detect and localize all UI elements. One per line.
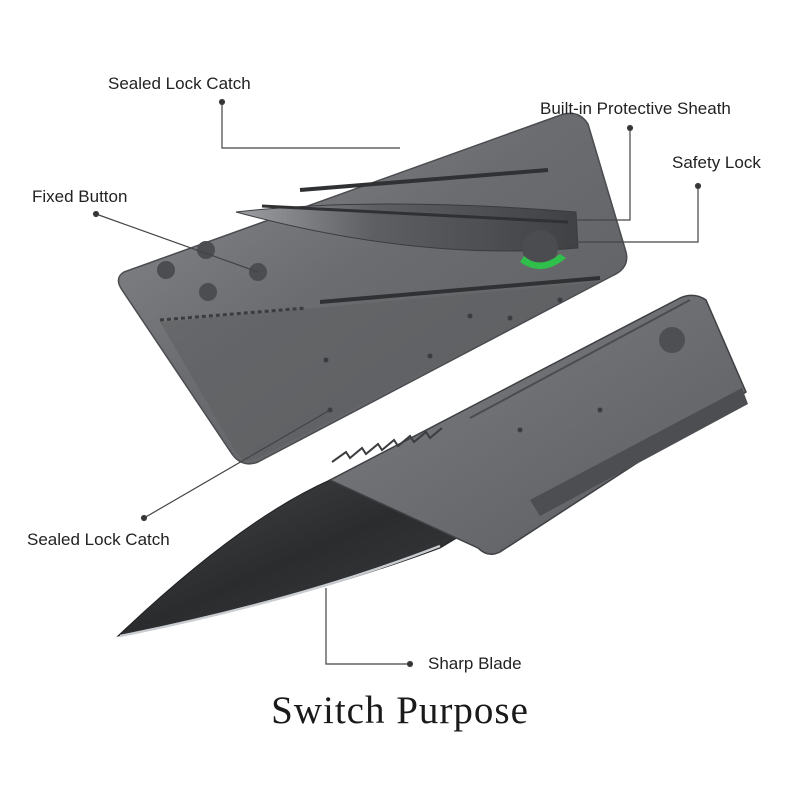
callout-lines bbox=[92, 98, 702, 668]
fixed-button-dot bbox=[197, 241, 215, 259]
label-built-in-protective-sheath: Built-in Protective Sheath bbox=[540, 99, 731, 118]
safety-lock-disc bbox=[522, 230, 558, 266]
label-sharp-blade: Sharp Blade bbox=[428, 654, 522, 673]
fixed-button-dot bbox=[199, 283, 217, 301]
knife-handle bbox=[328, 294, 747, 555]
caption-title: Switch Purpose bbox=[271, 689, 529, 732]
inner-blade bbox=[235, 203, 579, 252]
fixed-button-dot bbox=[157, 261, 175, 279]
label-fixed-button: Fixed Button bbox=[32, 187, 128, 206]
handle-lock-disc bbox=[659, 327, 685, 353]
label-safety-lock: Safety Lock bbox=[672, 153, 761, 172]
open-knife bbox=[116, 294, 748, 638]
label-sealed-lock-catch-bottom: Sealed Lock Catch bbox=[27, 530, 170, 549]
folded-card-knife bbox=[117, 112, 628, 465]
label-sealed-lock-catch-top: Sealed Lock Catch bbox=[108, 74, 251, 93]
